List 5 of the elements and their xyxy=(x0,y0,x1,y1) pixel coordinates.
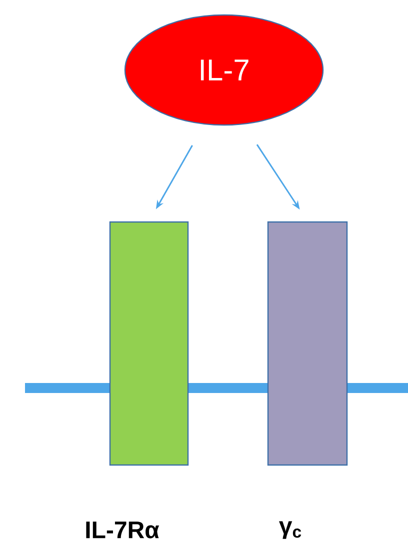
receptor-label: IL-7Rα xyxy=(86,522,160,538)
oval: IL-7 xyxy=(124,14,324,126)
receptor-label: γ$_{c}$ xyxy=(279,521,302,539)
receptor-box xyxy=(109,221,189,466)
receptor-box xyxy=(267,221,348,466)
